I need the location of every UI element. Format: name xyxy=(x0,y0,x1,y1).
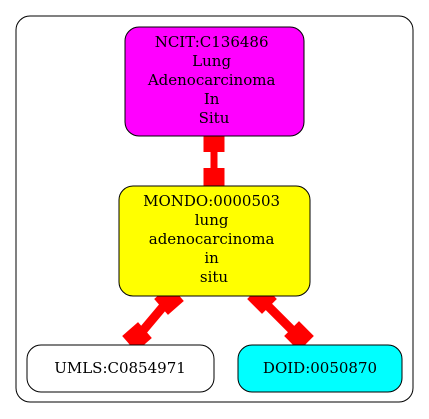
node-doid: DOID:0050870 xyxy=(237,344,403,393)
node-mondo-line: in xyxy=(204,249,219,267)
node-umls-line: UMLS:C0854971 xyxy=(54,359,186,377)
node-ncit-line: Lung xyxy=(192,52,231,70)
node-mondo-line: adenocarcinoma xyxy=(149,230,275,248)
svg-text:UMLS:C0854971: UMLS:C0854971 xyxy=(54,359,186,377)
node-umls-box xyxy=(26,344,215,393)
node-ncit-line: Situ xyxy=(199,109,230,127)
node-mondo-box xyxy=(118,185,311,297)
node-mondo-line: MONDO:0000503 xyxy=(143,192,280,210)
node-ncit-line: In xyxy=(204,90,220,108)
svg-text:DOID:0050870: DOID:0050870 xyxy=(263,359,377,377)
node-mondo-line: lung xyxy=(195,211,229,229)
node-ncit-line: Adenocarcinoma xyxy=(147,71,276,89)
node-umls: UMLS:C0854971 xyxy=(26,344,215,393)
node-ncit-box xyxy=(124,26,305,137)
svg-text:NCIT:C136486 Lung: NCIT:C136486 Lung Adenocarcinoma In Situ xyxy=(147,33,280,127)
node-doid-line: DOID:0050870 xyxy=(263,359,377,377)
node-mondo: MONDO:0000503 lung adenocarcinoma in sit… xyxy=(118,185,311,297)
svg-text:MONDO:0000503 lung: MONDO:0000503 lung adenocarcinoma in sit… xyxy=(143,192,285,286)
node-ncit: NCIT:C136486 Lung Adenocarcinoma In Situ xyxy=(124,26,305,137)
node-mondo-line: situ xyxy=(200,268,229,286)
node-doid-box xyxy=(237,344,403,393)
node-ncit-line: NCIT:C136486 xyxy=(155,33,269,51)
